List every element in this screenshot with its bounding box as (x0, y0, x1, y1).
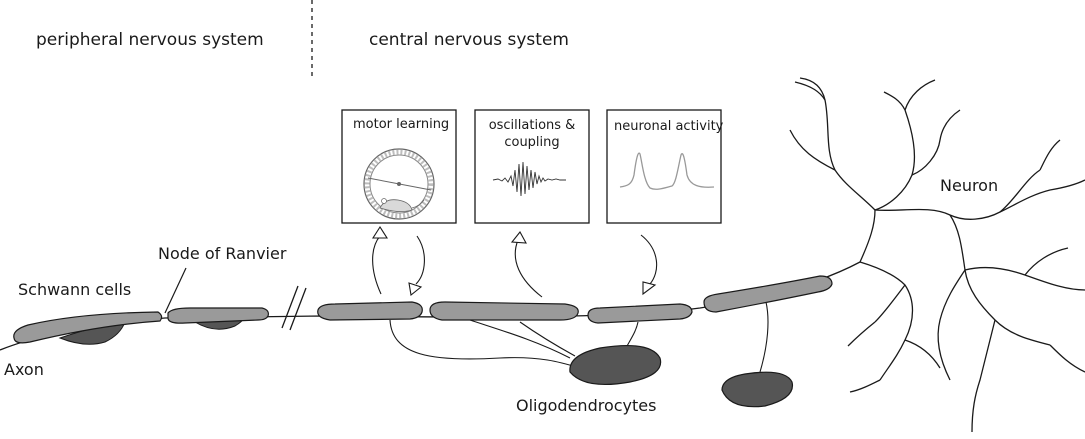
feedback-arrow-down (415, 235, 425, 285)
oligodendrocytes-label: Oligodendrocytes (516, 396, 657, 415)
feedback-arrow-up (514, 239, 543, 298)
central-nervous-system-label: central nervous system (369, 30, 569, 50)
action-potential-trace-icon (619, 152, 715, 190)
schwann-cell-2 (167, 307, 269, 324)
arrow-head-down (408, 282, 423, 297)
node-of-ranvier-label: Node of Ranvier (158, 244, 287, 263)
myelin-sheath-3 (587, 303, 693, 324)
myelin-sheath-4 (703, 275, 833, 313)
peripheral-nervous-system-label: peripheral nervous system (36, 30, 264, 50)
oligodendrocyte-process (759, 301, 769, 373)
oscillations-title-line-2: coupling (504, 135, 560, 150)
arrow-head-down (642, 281, 657, 296)
neuron-label: Neuron (940, 176, 999, 195)
oscillations-title: oscillations & coupling (475, 117, 589, 151)
neuron-dendrites (789, 77, 1085, 433)
motor-learning-title: motor learning (353, 117, 450, 132)
neuronal-activity-title: neuronal activity (614, 119, 724, 134)
node-of-ranvier-pointer (164, 267, 187, 314)
oligodendrocyte-cell-body-2 (721, 371, 794, 408)
oscillations-title-line-1: oscillations & (488, 118, 576, 133)
arrow-head-up (510, 231, 527, 244)
axon-label: Axon (4, 360, 44, 379)
schwann-cells-label: Schwann cells (18, 280, 132, 299)
neuronal-activity-box (606, 109, 722, 224)
feedback-arrow-down (640, 234, 658, 285)
myelin-sheath-2 (429, 301, 579, 321)
feedback-arrow-up (372, 235, 382, 295)
arrow-head-up (371, 225, 389, 239)
oscillations-box (474, 109, 590, 224)
break-mark-1 (281, 285, 299, 329)
break-mark-2 (289, 287, 307, 331)
myelin-sheath-1 (317, 301, 423, 321)
running-wheel-icon (363, 148, 435, 220)
schwann-cell-1 (13, 311, 163, 344)
oscillation-waveform-icon (492, 161, 566, 197)
oligodendrocyte-cell-body-1 (569, 344, 662, 386)
oligodendrocyte-process (389, 319, 581, 369)
oligodendrocyte-process (625, 321, 639, 349)
oligodendrocyte-process (519, 321, 576, 357)
oligodendrocyte-process (469, 319, 571, 359)
